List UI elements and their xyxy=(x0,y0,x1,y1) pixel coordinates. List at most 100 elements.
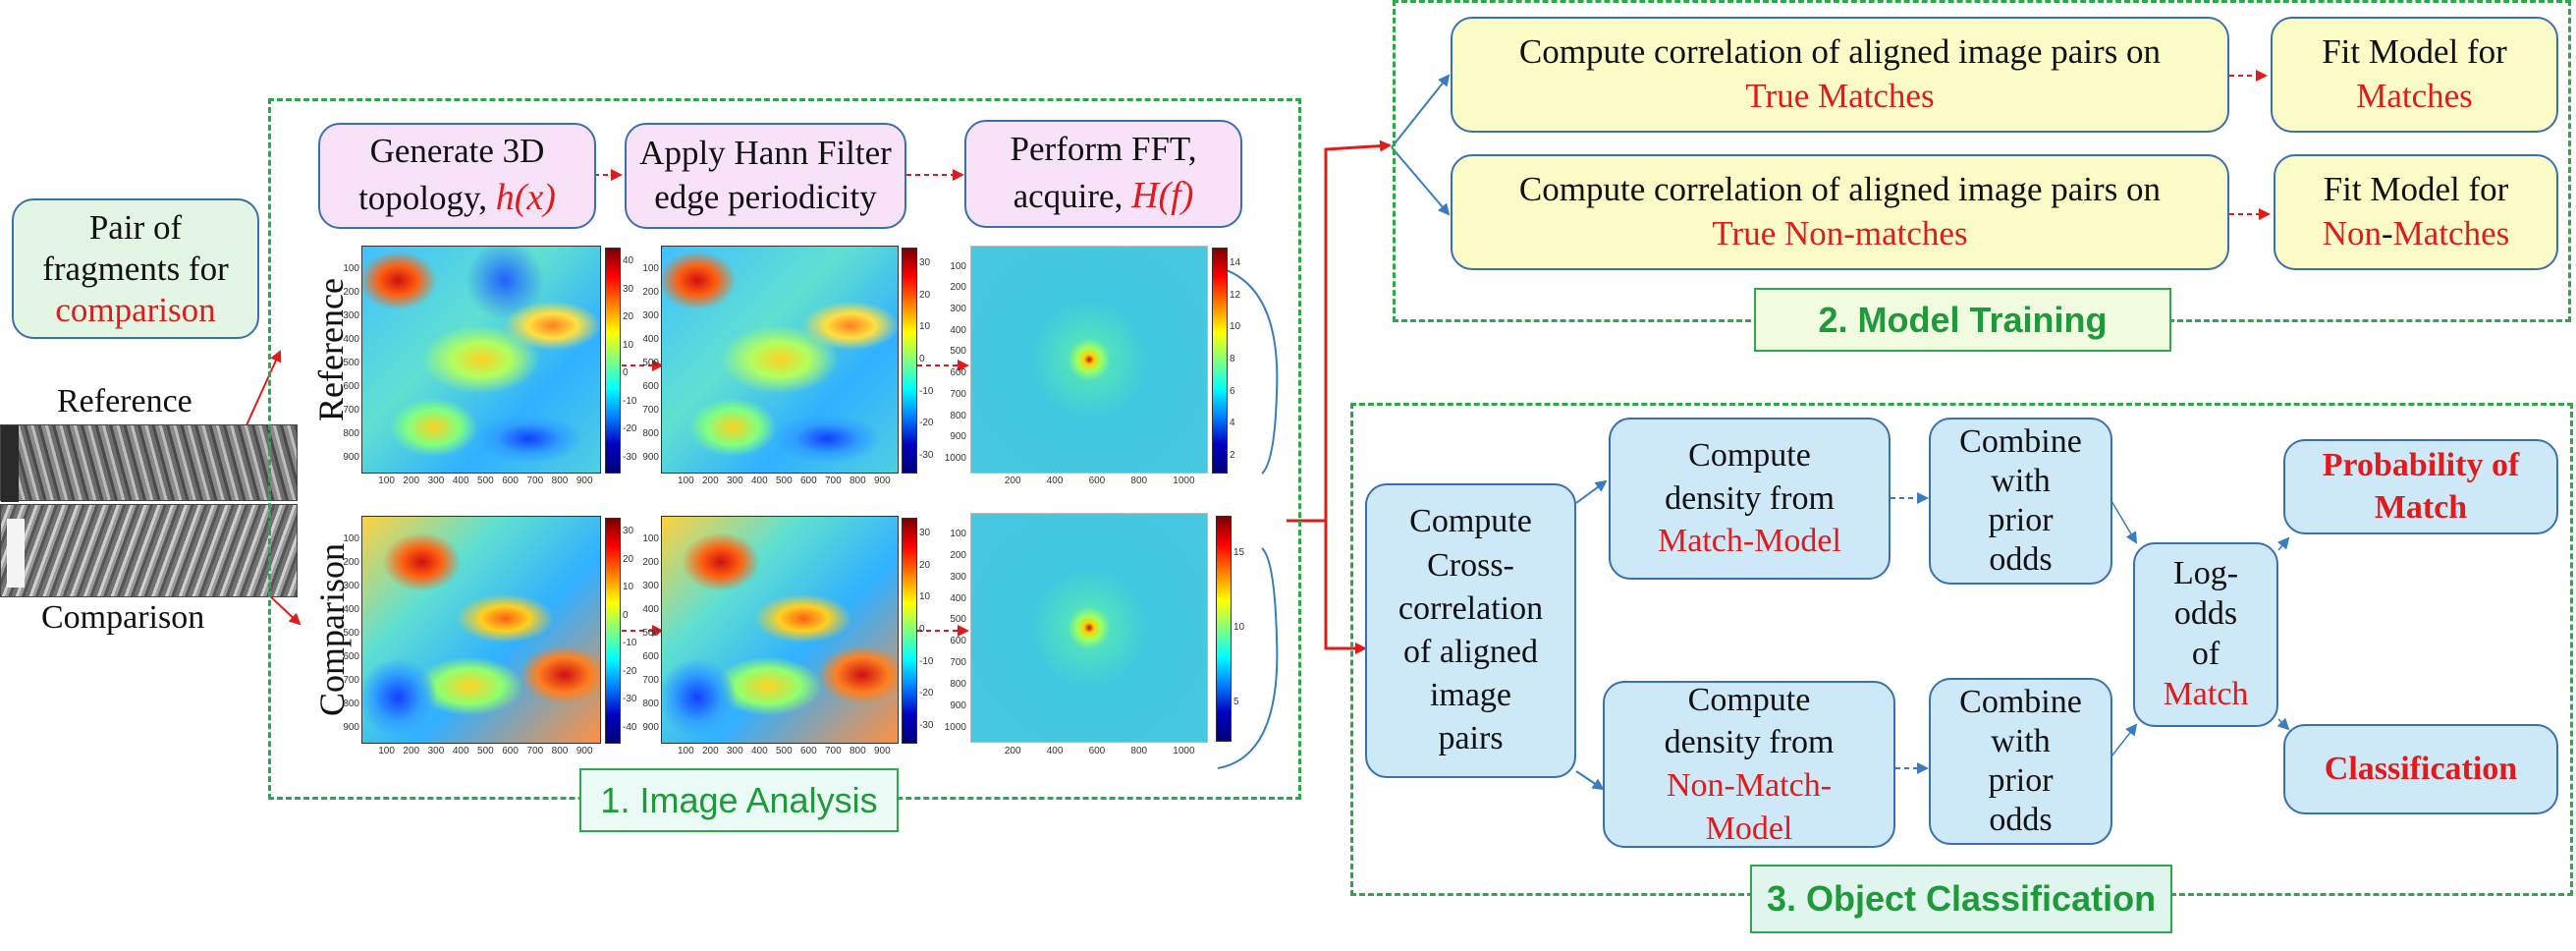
cmp-fft-ytick-9: 1000 xyxy=(944,721,966,733)
cmp-fft-xtick-1: 400 xyxy=(1046,746,1064,756)
ref-fft-cbtick-6: 2 xyxy=(1230,449,1235,461)
ct-line4: odds xyxy=(1989,541,2053,579)
cmp-topo-xtick-4: 500 xyxy=(477,746,494,756)
cb-line1: Combine xyxy=(1959,683,2082,720)
cmp-fft-ytick-3: 400 xyxy=(950,592,966,604)
row-label-reference: Reference xyxy=(311,278,351,421)
cmp-hann-xtick-0: 100 xyxy=(678,746,694,756)
arrow-train-match xyxy=(1391,74,1451,148)
combine-prior-odds-top-box: Combine with prior odds xyxy=(1929,418,2112,585)
prob-line1: Probability of xyxy=(2322,447,2520,483)
arrow-combine-logodds-bottom xyxy=(2110,723,2138,757)
cmp-hann-ytick-7: 800 xyxy=(642,698,659,709)
ref-fft-xtick-1: 400 xyxy=(1046,476,1064,486)
ref-fft-ytick-3: 400 xyxy=(950,324,966,336)
ref-topo-ytick-3: 400 xyxy=(343,333,359,345)
cmp-fft-cbtick-2: 5 xyxy=(1233,697,1239,707)
ref-topo-ytick-8: 900 xyxy=(343,451,359,463)
corr-match-line1: Compute correlation of aligned image pai… xyxy=(1518,32,2162,72)
cmp-topo-ytick-4: 500 xyxy=(343,627,359,639)
correlation-true-matches-box: Compute correlation of aligned image pai… xyxy=(1451,17,2229,133)
fit-match-line2: Matches xyxy=(2356,77,2473,115)
ref-hann-xtick-2: 300 xyxy=(727,476,743,486)
corr-nonmatch-line2: True Non-matches xyxy=(1712,214,1968,252)
ref-fft-cbtick-1: 12 xyxy=(1230,289,1241,301)
cmp-hann-xtick-4: 500 xyxy=(776,746,793,756)
comparison-hann-colorbar xyxy=(902,518,917,744)
cross-line6: pairs xyxy=(1438,720,1504,757)
cmp-topo-xtick-6: 700 xyxy=(526,746,544,756)
ref-fft-ytick-5: 600 xyxy=(950,367,966,379)
cross-line5: image xyxy=(1429,677,1512,714)
cmp-hann-xtick-8: 900 xyxy=(874,746,891,756)
cmp-topo-ytick-7: 800 xyxy=(343,698,359,709)
cmp-topo-cbtick-4: -10 xyxy=(623,638,637,649)
step1-line2: topology, xyxy=(358,179,496,218)
step1-line2-wrap: topology, h(x) xyxy=(358,174,556,222)
dn-line2: density from xyxy=(1664,724,1835,761)
classification-label: Classification xyxy=(2324,751,2518,788)
ref-topo-cbtick-6: -20 xyxy=(623,423,637,435)
compute-cross-correlation-box: Compute Cross- correlation of aligned im… xyxy=(1365,483,1576,778)
comparison-fragment-image xyxy=(0,504,298,597)
lo-line3: of xyxy=(2191,636,2220,672)
reference-hann-map xyxy=(661,246,899,474)
ref-hann-ytick-4: 500 xyxy=(642,357,659,368)
cmp-hann-xtick-3: 400 xyxy=(751,746,768,756)
dm-line1: Compute xyxy=(1688,437,1811,475)
ref-hann-ytick-0: 100 xyxy=(642,262,659,274)
dn-line4: Model xyxy=(1705,810,1793,847)
cmp-topo-xtick-5: 600 xyxy=(502,746,519,756)
ref-topo-cbtick-3: 10 xyxy=(623,339,634,351)
ref-fft-ytick-4: 500 xyxy=(950,346,966,358)
cmp-hann-cbtick-4: -10 xyxy=(919,655,934,667)
ref-hann-xtick-1: 200 xyxy=(702,476,719,486)
cmp-hann-cbtick-0: 30 xyxy=(919,528,931,539)
ref-hann-xtick-0: 100 xyxy=(678,476,694,486)
cmp-fft-xtick-4: 1000 xyxy=(1173,746,1195,756)
arrow-logodds-probability xyxy=(2276,536,2290,551)
ref-hann-cbtick-6: -30 xyxy=(919,449,934,461)
input-title-line2: fragments for xyxy=(42,249,229,288)
density-match-model-box: Compute density from Match-Model xyxy=(1609,418,1891,580)
step1-line1: Generate 3D xyxy=(369,132,545,171)
cmp-topo-ytick-8: 900 xyxy=(343,721,359,733)
ref-hann-xtick-3: 400 xyxy=(751,476,768,486)
corr-match-line2: True Matches xyxy=(1745,77,1935,115)
fit-nonmatch-matches: Matches xyxy=(2392,214,2510,252)
step-generate-topology: Generate 3D topology, h(x) xyxy=(318,123,596,229)
cmp-hann-ytick-1: 200 xyxy=(642,556,659,568)
ref-hann-xtick-6: 700 xyxy=(825,476,842,486)
comparison-fft-map xyxy=(970,513,1208,743)
ref-topo-ytick-2: 300 xyxy=(343,309,359,321)
fit-nonmatch-dash: - xyxy=(2382,214,2393,252)
density-nonmatch-model-box: Compute density from Non-Match- Model xyxy=(1603,681,1895,848)
arrow-cross-density-match xyxy=(1575,479,1608,504)
cmp-hann-ytick-0: 100 xyxy=(642,532,659,544)
ref-topo-xtick-6: 700 xyxy=(526,476,544,486)
ref-topo-ytick-7: 800 xyxy=(343,427,359,439)
ref-topo-ytick-0: 100 xyxy=(343,262,359,274)
ref-hann-cbtick-0: 30 xyxy=(919,257,931,269)
step-fft: Perform FFT, acquire, H(f) xyxy=(964,120,1242,228)
cmp-fft-ytick-4: 500 xyxy=(950,614,966,626)
log-odds-match-box: Log- odds of Match xyxy=(2133,542,2278,727)
fit-model-matches-box: Fit Model for Matches xyxy=(2271,17,2558,133)
ref-hann-xtick-4: 500 xyxy=(776,476,793,486)
ref-topo-cbtick-2: 20 xyxy=(623,311,634,323)
cmp-fft-xtick-0: 200 xyxy=(1004,746,1021,756)
cmp-topo-ytick-3: 400 xyxy=(343,603,359,615)
cmp-topo-xtick-8: 900 xyxy=(575,746,593,756)
input-title-line3: comparison xyxy=(55,290,216,329)
ref-topo-cbtick-5: -10 xyxy=(623,395,637,407)
cmp-hann-xtick-7: 800 xyxy=(850,746,866,756)
cmp-hann-cbtick-3: 0 xyxy=(919,624,925,635)
ref-topo-xtick-1: 200 xyxy=(403,476,420,486)
cmp-topo-xtick-1: 200 xyxy=(403,746,420,756)
ref-topo-ytick-1: 200 xyxy=(343,286,359,298)
step3-line2: acquire, xyxy=(1013,177,1132,216)
ref-topo-xtick-2: 300 xyxy=(427,476,445,486)
step3-line1: Perform FFT, xyxy=(1010,130,1197,169)
reference-topology-colorbar xyxy=(605,248,621,474)
